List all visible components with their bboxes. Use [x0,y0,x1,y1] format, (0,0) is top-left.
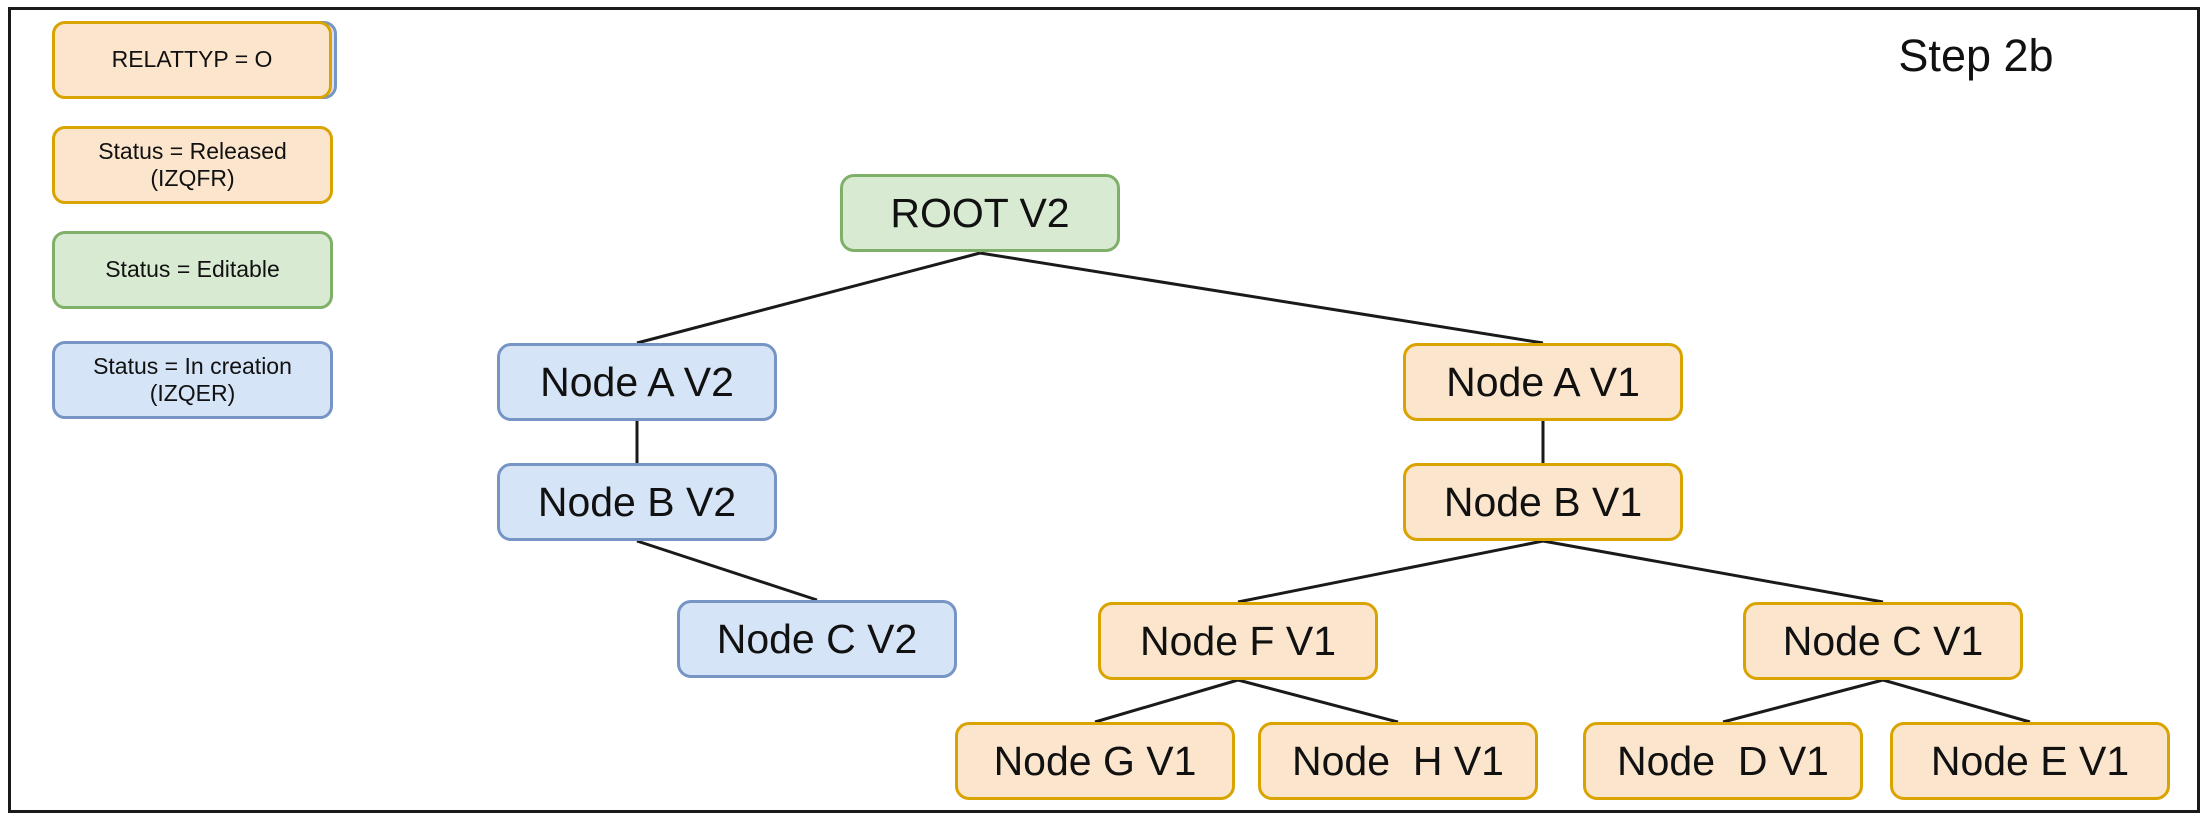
diagram-frame-border [8,7,2200,813]
tree-node-node-h-v1: Node H V1 [1258,722,1538,800]
legend-item-status-editable-label: Status = Editable [105,256,280,283]
tree-node-node-a-v2: Node A V2 [497,343,777,421]
tree-node-node-b-v1-label: Node B V1 [1443,478,1643,525]
tree-node-node-h-v1-label: Node H V1 [1292,737,1504,784]
tree-edge-f-v1-to-g-v1 [1094,678,1239,724]
legend-item-relattyp-label: RELATTYP = O [111,46,273,73]
legend-item-status-released: Status = Released (IZQFR) [52,126,333,204]
tree-node-root-v2: ROOT V2 [840,174,1120,252]
legend-item-status-in-creation: Status = In creation (IZQER) [52,341,333,419]
tree-node-node-d-v1: Node D V1 [1583,722,1863,800]
tree-node-node-b-v1: Node B V1 [1403,463,1683,541]
tree-edge-f-v1-to-h-v1 [1237,678,1399,724]
tree-edge-b-v2-to-c-v2 [636,539,818,602]
legend-item-status-editable: Status = Editable [52,231,333,309]
tree-node-root-v2-label: ROOT V2 [890,189,1070,236]
page-title: Step 2b [1898,30,2054,81]
tree-edge-c-v1-to-d-v1 [1722,678,1884,724]
tree-node-node-c-v2: Node C V2 [677,600,957,678]
tree-node-node-b-v2: Node B V2 [497,463,777,541]
tree-edge-b-v1-to-c-v1 [1542,539,1884,604]
legend-item-relattyp: RELATTYP = O [52,21,332,99]
tree-edge-b-v1-to-f-v1 [1237,539,1544,604]
tree-node-node-c-v1: Node C V1 [1743,602,2023,680]
tree-node-node-f-v1: Node F V1 [1098,602,1378,680]
tree-node-node-c-v2-label: Node C V2 [716,615,918,662]
tree-edge-c-v1-to-e-v1 [1882,678,2031,724]
tree-node-node-a-v1-label: Node A V1 [1446,358,1640,405]
legend-item-status-in-creation-label: Status = In creation (IZQER) [93,352,292,406]
tree-edge-root-to-a-v2 [636,251,981,345]
tree-node-node-c-v1-label: Node C V1 [1782,617,1984,664]
tree-node-node-f-v1-label: Node F V1 [1140,617,1336,664]
legend-item-status-released-label: Status = Released (IZQFR) [98,137,287,191]
tree-node-node-g-v1: Node G V1 [955,722,1235,800]
tree-node-node-b-v2-label: Node B V2 [537,478,737,525]
tree-node-node-a-v1: Node A V1 [1403,343,1683,421]
tree-node-node-g-v1-label: Node G V1 [993,737,1197,784]
tree-node-node-d-v1-label: Node D V1 [1617,737,1829,784]
tree-node-node-e-v1-label: Node E V1 [1930,737,2130,784]
tree-node-node-a-v2-label: Node A V2 [540,358,734,405]
tree-edge-root-to-a-v1 [979,251,1544,345]
tree-node-node-e-v1: Node E V1 [1890,722,2170,800]
